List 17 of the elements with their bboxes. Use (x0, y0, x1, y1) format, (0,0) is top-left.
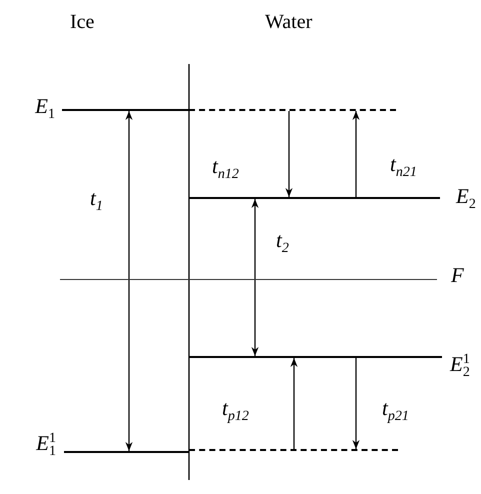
arrow (251, 199, 259, 356)
edge-label: t$_{2}$ (276, 230, 289, 256)
edge-label: t$_{n21}$ (390, 154, 417, 180)
edge-label: t$_{p12}$ (222, 398, 249, 424)
arrow (352, 111, 360, 197)
edge-label: t$_{1}$ (90, 188, 103, 214)
edge-label: t$_{n12}$ (212, 156, 239, 182)
level-label: F (451, 265, 464, 286)
arrow (352, 358, 360, 449)
level-label: E$_{1}$ (35, 96, 55, 122)
region-label: Ice (70, 12, 94, 32)
level-label: E$_{2}$ (456, 186, 476, 212)
arrow (285, 111, 293, 197)
arrow (290, 358, 298, 449)
arrow (125, 111, 133, 451)
region-label: Water (265, 12, 312, 32)
edge-label: t$_{p21}$ (382, 398, 409, 424)
